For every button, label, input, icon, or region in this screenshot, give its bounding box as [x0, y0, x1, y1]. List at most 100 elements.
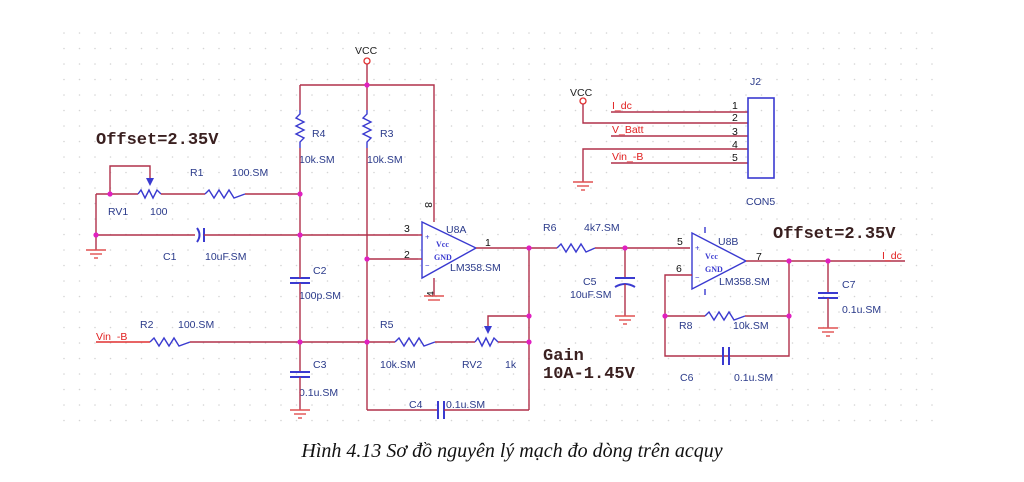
j2-pin-1: 1	[732, 100, 738, 112]
u8a-pin-1: 1	[485, 237, 491, 249]
r2-value: 100.SM	[178, 319, 214, 331]
rv2-ref: RV2	[462, 359, 482, 371]
offset-annotation-right: Offset=2.35V	[773, 225, 896, 244]
r8-value: 10k.SM	[733, 320, 769, 332]
rv1-wiper-wire	[109, 165, 151, 194]
rv2-value: 1k	[505, 359, 517, 371]
resistor-r8: R8 10k.SM	[679, 310, 769, 332]
u8b-pin-5: 5	[677, 236, 683, 248]
c5-value: 10uF.SM	[570, 289, 611, 301]
net-label-i-dc: I_dc	[612, 100, 632, 112]
potentiometer-rv2: RV2 1k	[462, 326, 517, 371]
figure-caption: Hình 4.13 Sơ đồ nguyên lý mạch đo dòng t…	[301, 440, 723, 462]
net-label-vin-b: Vin_-B	[612, 151, 643, 163]
rv1-ref: RV1	[108, 206, 128, 218]
resistor-r6: R6 4k7.SM	[543, 222, 620, 254]
offset-annotation-left: Offset=2.35V	[96, 131, 219, 150]
vcc-connector-label: VCC	[570, 87, 593, 99]
potentiometer-rv1: RV1 100	[108, 178, 168, 218]
c5-ref: C5	[583, 276, 597, 288]
u8b-value: LM358.SM	[719, 276, 770, 288]
u8b-ref: U8B	[718, 236, 738, 248]
r3-value: 10k.SM	[367, 154, 403, 166]
r8-ref: R8	[679, 320, 693, 332]
junctions	[93, 82, 831, 345]
u8a-vcc-text: Vcc	[436, 240, 449, 249]
j2-value: CON5	[746, 196, 775, 208]
r6-value: 4k7.SM	[584, 222, 620, 234]
grid-background	[62, 30, 942, 430]
rv1-value: 100	[150, 206, 168, 218]
vcc-label: VCC	[355, 45, 378, 57]
ground-symbol	[86, 249, 106, 259]
r5-value: 10k.SM	[380, 359, 416, 371]
gain-annotation-line1: Gain	[543, 347, 584, 366]
u8b-vcc-text: Vcc	[705, 252, 718, 261]
c2-value: 100p.SM	[299, 290, 341, 302]
c1-ref: C1	[163, 251, 177, 263]
r2-ref: R2	[140, 319, 154, 331]
r1-ref: R1	[190, 167, 204, 179]
net-label-v-batt: V_Batt	[612, 124, 644, 136]
capacitor-c3: C3 0.1u.SM	[290, 359, 338, 399]
u8a-value: LM358.SM	[450, 262, 501, 274]
r3-ref: R3	[380, 128, 394, 140]
u8a-gnd-text: GND	[434, 253, 452, 262]
u8b-pin-6: 6	[676, 263, 682, 275]
j2-pin-3: 3	[732, 126, 738, 138]
u8a-pin-4: 4	[425, 291, 437, 297]
ground-symbol	[424, 295, 444, 301]
vcc-rail	[300, 84, 435, 222]
c3-value: 0.1u.SM	[299, 387, 338, 399]
opamp-u8b: 5 6 7 U8B LM358.SM Vcc GND + −	[676, 227, 770, 295]
u8a-pin-3: 3	[404, 223, 410, 235]
r4-ref: R4	[312, 128, 326, 140]
c4-value: 0.1u.SM	[446, 399, 485, 411]
u8b-feedback-loop	[664, 261, 790, 357]
net-label-vin-b-input: Vin_-B	[96, 331, 127, 343]
ground-symbol	[615, 315, 635, 325]
connector-j2: VCC I_dc V_Batt Vin_-B 1 2 3 4 5 J2 CON5	[570, 76, 775, 208]
resistor-r5: R5 10k.SM	[380, 319, 436, 371]
r4-value: 10k.SM	[299, 154, 335, 166]
u8a-ref: U8A	[446, 224, 466, 236]
svg-text:+: +	[425, 233, 430, 242]
svg-text:+: +	[695, 244, 700, 253]
ground-symbol	[818, 327, 838, 337]
r5-ref: R5	[380, 319, 394, 331]
resistor-r3: R3 10k.SM	[361, 110, 403, 166]
rv2-wiper-wire	[487, 315, 529, 326]
c2-ref: C2	[313, 265, 327, 277]
c6-ref: C6	[680, 372, 694, 384]
capacitor-c5: C5 10uF.SM	[570, 276, 636, 301]
resistor-r1: R1 100.SM	[190, 167, 268, 200]
u8b-gnd-text: GND	[705, 265, 723, 274]
svg-text:−: −	[425, 261, 430, 270]
c7-ref: C7	[842, 279, 856, 291]
j2-ref: J2	[750, 76, 761, 88]
resistor-r4: R4 10k.SM	[294, 110, 335, 166]
net-label-i-dc-output: I_dc	[882, 250, 902, 262]
c3-ref: C3	[313, 359, 327, 371]
resistor-r2: R2 100.SM	[140, 319, 214, 348]
opamp-u8a: 3 2 1 8 4 U8A LM358.SM Vcc GND + −	[404, 202, 501, 297]
r6-ref: R6	[543, 222, 557, 234]
c6-value: 0.1u.SM	[734, 372, 773, 384]
j2-pin-5: 5	[732, 152, 738, 164]
svg-text:−: −	[695, 273, 700, 282]
u8a-pin-2: 2	[404, 249, 410, 261]
j2-pin-4: 4	[732, 139, 738, 151]
c4-ref: C4	[409, 399, 423, 411]
gain-annotation-line2: 10A-1.45V	[543, 365, 636, 384]
capacitor-c6: C6 0.1u.SM	[680, 347, 773, 384]
ground-symbol	[290, 409, 310, 419]
c7-value: 0.1u.SM	[842, 304, 881, 316]
r1-value: 100.SM	[232, 167, 268, 179]
c1-value: 10uF.SM	[205, 251, 246, 263]
capacitor-c2: C2 100p.SM	[290, 265, 341, 302]
u8b-pin-7: 7	[756, 251, 762, 263]
j2-pin-2: 2	[732, 112, 738, 124]
vcc-power-symbol: VCC	[355, 45, 378, 85]
u8a-pin-8: 8	[422, 202, 434, 208]
